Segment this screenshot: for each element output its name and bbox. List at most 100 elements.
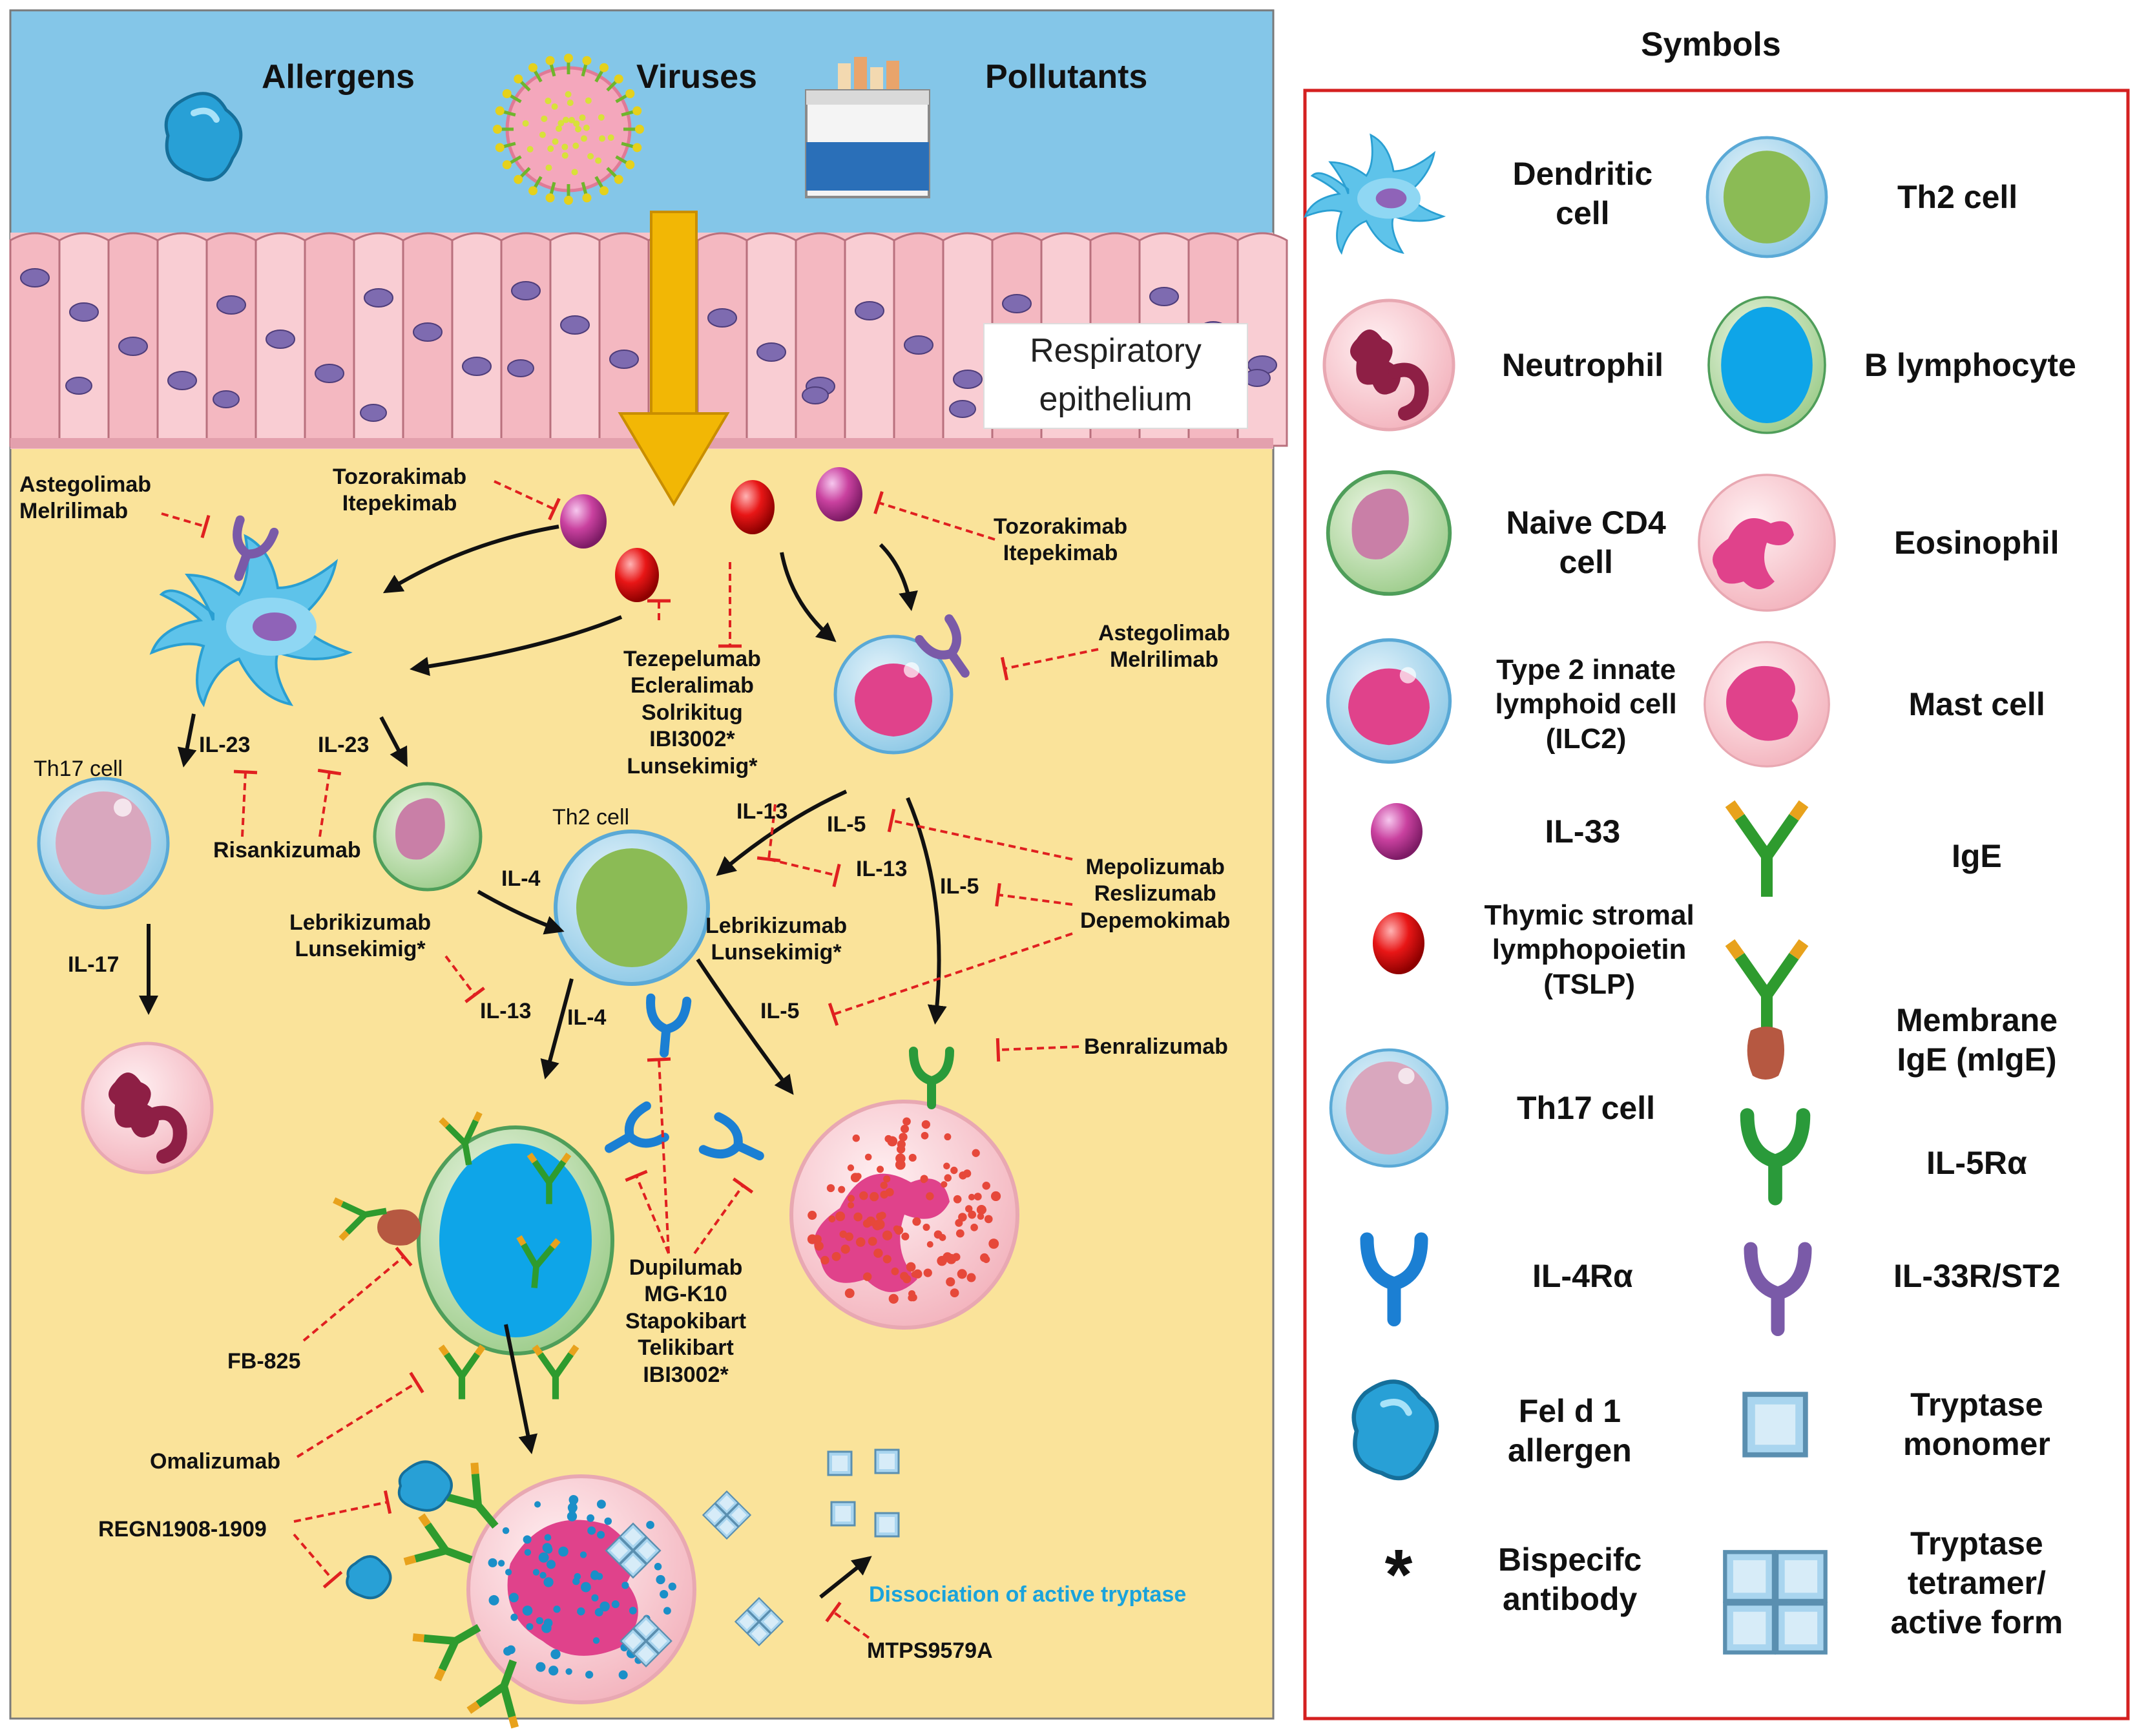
il5-inhibitor-drugs: Mepolizumab Reslizumab Depemokimab <box>1080 854 1230 934</box>
asterisk-icon: * <box>1385 1535 1413 1615</box>
tslp-molecule-left <box>615 548 659 602</box>
legend-label-line: IL-5Rα <box>1926 1144 2027 1181</box>
il23-label-a: IL-23 <box>199 733 251 757</box>
risankizumab-label: Risankizumab <box>213 838 361 863</box>
th2-cell <box>556 831 708 984</box>
allergens-label: Allergens <box>262 58 415 96</box>
lebrikizumab-lunsekimig-left: Lebrikizumab Lunsekimig* <box>289 910 431 963</box>
benralizumab-label: Benralizumab <box>1084 1034 1228 1059</box>
legend-label-line: allergen <box>1508 1432 1632 1469</box>
legend-label-line: Tryptase <box>1910 1386 2043 1423</box>
legend-label-line: lymphoid cell <box>1495 688 1677 720</box>
th17-cell-icon <box>1331 1050 1447 1166</box>
b-lymphocyte-icon <box>1707 296 1826 434</box>
cigarette-pack-icon <box>805 57 930 198</box>
legend-label-line: active form <box>1890 1604 2063 1640</box>
il33-molecule-right <box>816 467 862 521</box>
tryptase-monomer-3 <box>830 1501 856 1527</box>
legend-label-il5ra: IL-5Rα <box>1926 1144 2027 1183</box>
legend-label-line: (ILC2) <box>1545 722 1627 755</box>
legend-label-line: antibody <box>1503 1581 1638 1617</box>
drug-line: Reslizumab <box>1094 881 1216 906</box>
legend-title: Symbols <box>1641 26 1781 63</box>
svg-text:*: * <box>1385 1535 1413 1615</box>
drug-line: Lebrikizumab <box>705 914 848 938</box>
drug-line: Itepekimab <box>1003 541 1118 566</box>
membrane-ige-on-b <box>334 1191 421 1246</box>
membrane-ige-icon <box>1730 943 1804 1080</box>
il13-label-c: IL-13 <box>856 857 908 881</box>
il4-label-b: IL-4 <box>567 1005 607 1030</box>
legend-label-th2-cell: Th2 cell <box>1897 178 2017 217</box>
drug-line: Mepolizumab <box>1085 855 1225 879</box>
legend-label-line: (TSLP) <box>1543 968 1635 1000</box>
eosinophil-icon <box>1698 474 1836 612</box>
legend-label-line: tetramer/ <box>1907 1564 2046 1601</box>
legend-label-il33: IL-33 <box>1545 812 1621 852</box>
tslp-icon <box>1373 912 1424 974</box>
drug-line: Dupilumab <box>629 1255 743 1280</box>
legend-label-line: Fel d 1 <box>1518 1393 1621 1429</box>
legend-label-line: IgE <box>1952 837 2002 874</box>
mtps-label: MTPS9579A <box>867 1638 993 1663</box>
legend-label-ige: IgE <box>1952 837 2002 876</box>
th17-cell-label: Th17 cell <box>34 757 123 781</box>
legend-label-line: IL-33R/ST2 <box>1893 1257 2061 1294</box>
mast-cell-icon <box>1704 641 1830 768</box>
il4ra-icon <box>1367 1239 1421 1320</box>
legend-label-line: IgE (mIgE) <box>1897 1041 2057 1078</box>
legend-label-line: Dendritic <box>1512 156 1653 192</box>
omalizumab-label: Omalizumab <box>150 1449 281 1474</box>
viruses-label: Viruses <box>636 58 757 96</box>
tryptase-tetramer-icon <box>1725 1552 1825 1652</box>
dendritic-cell <box>149 534 353 707</box>
il33-molecule-left <box>560 494 607 549</box>
legend-label-il33r-st2: IL-33R/ST2 <box>1893 1257 2060 1296</box>
tryptase-monomer-icon <box>1745 1394 1806 1455</box>
il4ra-inhibitor-drugs: Dupilumab MG-K10 Stapokibart Telikibart … <box>625 1255 746 1388</box>
drug-line: Lebrikizumab <box>289 910 432 935</box>
il17-label: IL-17 <box>68 952 120 977</box>
drug-line: Tezepelumab <box>623 647 761 671</box>
drug-line: Stapokibart <box>625 1308 747 1333</box>
drug-line: Astegolimab <box>19 472 152 497</box>
pollutants-label: Pollutants <box>985 58 1148 96</box>
b-lymphocyte-cell <box>419 1127 612 1354</box>
legend-label-eosinophil: Eosinophil <box>1894 523 2059 563</box>
legend-label-line: Tryptase <box>1910 1525 2043 1562</box>
th17-cell <box>39 779 168 908</box>
legend-label-mast-cell: Mast cell <box>1909 685 2045 724</box>
drug-line: IBI3002* <box>649 727 735 752</box>
legend-label-line: Type 2 innate <box>1496 653 1676 685</box>
legend-label-line: Th2 cell <box>1897 178 2018 215</box>
drug-line: Ecleralimab <box>630 673 754 698</box>
tozorakimab-itepekimab-right: Tozorakimab Itepekimab <box>994 514 1127 567</box>
tryptase-monomer-2 <box>874 1448 900 1474</box>
legend-label-il4ra: IL-4Rα <box>1532 1257 1633 1296</box>
il33r-st2-icon <box>1751 1249 1805 1330</box>
tslp-molecule-right <box>731 480 775 534</box>
il13-label-a: IL-13 <box>480 999 532 1023</box>
il5-label-c: IL-5 <box>760 999 800 1023</box>
legend-label-line: Thymic stromal <box>1484 899 1694 931</box>
naive-cd4-cell-icon <box>1328 472 1450 594</box>
drug-line: Lunsekimig* <box>295 937 426 962</box>
legend-box <box>1303 89 2130 1720</box>
drug-line: MG-K10 <box>644 1282 727 1307</box>
regn-label: REGN1908-1909 <box>98 1517 267 1542</box>
drug-line: Astegolimab <box>1098 621 1231 645</box>
legend-label-neutrophil: Neutrophil <box>1502 346 1663 385</box>
legend-label-th17-cell: Th17 cell <box>1517 1089 1655 1128</box>
drug-line: Lunsekimig* <box>711 940 842 965</box>
ilc2-icon <box>1328 640 1450 762</box>
virus-icon <box>493 54 644 205</box>
pathway-arrows <box>139 525 947 1599</box>
legend-label-line: cell <box>1559 544 1613 580</box>
th2-cell-icon <box>1707 138 1826 256</box>
